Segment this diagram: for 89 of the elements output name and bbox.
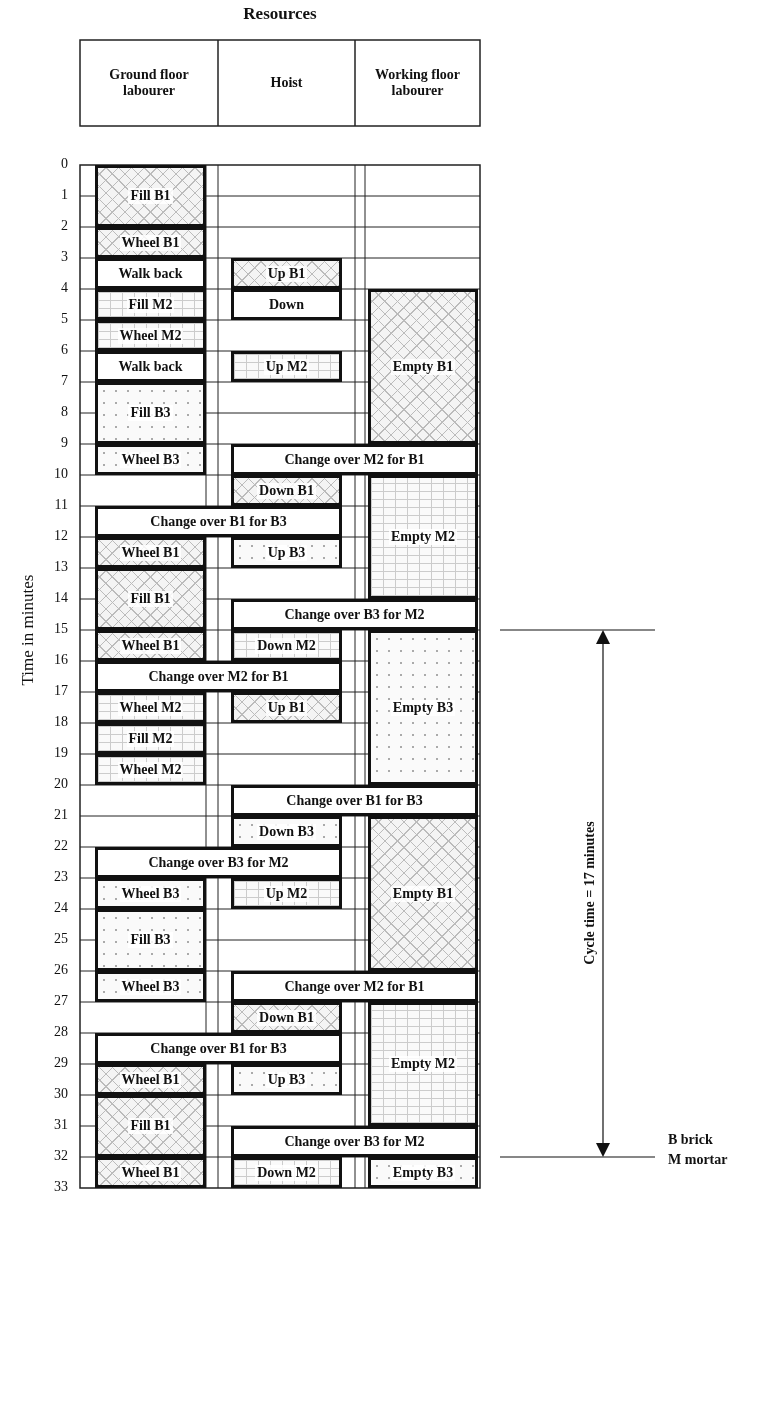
time-tick: 13 xyxy=(53,559,68,575)
time-tick: 16 xyxy=(53,652,68,668)
time-tick: 27 xyxy=(53,993,68,1009)
activity-bar: Down xyxy=(231,289,342,320)
time-tick: 26 xyxy=(53,962,68,978)
activity-bar: Fill B3 xyxy=(95,909,206,971)
time-tick: 4 xyxy=(60,280,68,296)
activity-bar: Fill B1 xyxy=(95,1095,206,1157)
activity-bar: Fill M2 xyxy=(95,289,206,320)
activity-bar: Down B3 xyxy=(231,816,342,847)
activity-bar: Up B3 xyxy=(231,1064,342,1095)
time-tick: 31 xyxy=(53,1117,68,1133)
legend-note: B brick xyxy=(668,1132,713,1149)
activity-bar: Fill M2 xyxy=(95,723,206,754)
activity-bar: Up M2 xyxy=(231,878,342,909)
time-tick: 18 xyxy=(53,714,68,730)
time-tick: 23 xyxy=(53,869,68,885)
activity-bar: Empty B1 xyxy=(368,289,478,444)
time-tick: 10 xyxy=(53,466,68,482)
time-tick: 12 xyxy=(53,528,68,544)
time-tick: 25 xyxy=(53,931,68,947)
activity-bar: Fill B1 xyxy=(95,568,206,630)
activity-bar: Wheel B1 xyxy=(95,227,206,258)
dimension-label: Cycle time = 17 minutes xyxy=(582,819,598,967)
activity-bar: Wheel B1 xyxy=(95,630,206,661)
activity-bar: Fill B3 xyxy=(95,382,206,444)
time-tick: 15 xyxy=(53,621,68,637)
time-tick: 20 xyxy=(53,776,68,792)
activity-bar: Empty B3 xyxy=(368,630,478,785)
activity-bar: Empty B3 xyxy=(368,1157,478,1188)
changeover-bar: Change over M2 for B1 xyxy=(231,971,478,1002)
changeover-bar: Change over M2 for B1 xyxy=(95,661,342,692)
activity-bar: Wheel B1 xyxy=(95,537,206,568)
time-tick: 24 xyxy=(53,900,68,916)
activity-bar: Wheel M2 xyxy=(95,320,206,351)
column-header: Working floor labourer xyxy=(373,66,462,100)
activity-bar: Empty M2 xyxy=(368,1002,478,1126)
activity-bar: Wheel B3 xyxy=(95,878,206,909)
time-tick: 32 xyxy=(53,1148,68,1164)
changeover-bar: Change over B3 for M2 xyxy=(231,1126,478,1157)
activity-bar: Empty B1 xyxy=(368,816,478,971)
activity-bar: Walk back xyxy=(95,258,206,289)
legend-note: M mortar xyxy=(668,1152,728,1169)
activity-bar: Empty M2 xyxy=(368,475,478,599)
table-title: Resources xyxy=(242,4,318,24)
changeover-bar: Change over B3 for M2 xyxy=(231,599,478,630)
time-tick: 30 xyxy=(53,1086,68,1102)
activity-bar: Up M2 xyxy=(231,351,342,382)
changeover-bar: Change over B1 for B3 xyxy=(95,506,342,537)
activity-bar: Up B3 xyxy=(231,537,342,568)
changeover-bar: Change over B1 for B3 xyxy=(95,1033,342,1064)
time-tick: 19 xyxy=(53,745,68,761)
column-header: Ground floor labourer xyxy=(108,66,190,100)
time-tick: 33 xyxy=(53,1179,68,1195)
activity-bar: Fill B1 xyxy=(95,165,206,227)
activity-bar: Down M2 xyxy=(231,1157,342,1188)
time-tick: 5 xyxy=(60,311,68,327)
activity-bar: Wheel B3 xyxy=(95,444,206,475)
activity-bar: Down B1 xyxy=(231,475,342,506)
activity-bar: Down B1 xyxy=(231,1002,342,1033)
activity-bar: Wheel B1 xyxy=(95,1157,206,1188)
activity-bar: Up B1 xyxy=(231,258,342,289)
time-tick: 21 xyxy=(53,807,68,823)
time-tick: 7 xyxy=(60,373,68,389)
column-header: Hoist xyxy=(269,74,304,92)
activity-bar: Wheel B3 xyxy=(95,971,206,1002)
changeover-bar: Change over M2 for B1 xyxy=(231,444,478,475)
activity-bar: Wheel M2 xyxy=(95,754,206,785)
changeover-bar: Change over B3 for M2 xyxy=(95,847,342,878)
time-tick: 17 xyxy=(53,683,68,699)
changeover-bar: Change over B1 for B3 xyxy=(231,785,478,816)
activity-bar: Up B1 xyxy=(231,692,342,723)
activity-bar: Down M2 xyxy=(231,630,342,661)
time-tick: 9 xyxy=(60,435,68,451)
axis-title: Time in minutes xyxy=(18,573,38,688)
time-tick: 0 xyxy=(60,156,68,172)
time-tick: 11 xyxy=(53,497,68,513)
time-tick: 2 xyxy=(60,218,68,234)
activity-bar: Walk back xyxy=(95,351,206,382)
time-tick: 28 xyxy=(53,1024,68,1040)
time-tick: 29 xyxy=(53,1055,68,1071)
time-tick: 8 xyxy=(60,404,68,420)
activity-bar: Wheel M2 xyxy=(95,692,206,723)
time-tick: 14 xyxy=(53,590,68,606)
time-tick: 3 xyxy=(60,249,68,265)
time-tick: 1 xyxy=(60,187,68,203)
activity-bar: Wheel B1 xyxy=(95,1064,206,1095)
time-tick: 6 xyxy=(60,342,68,358)
time-tick: 22 xyxy=(53,838,68,854)
